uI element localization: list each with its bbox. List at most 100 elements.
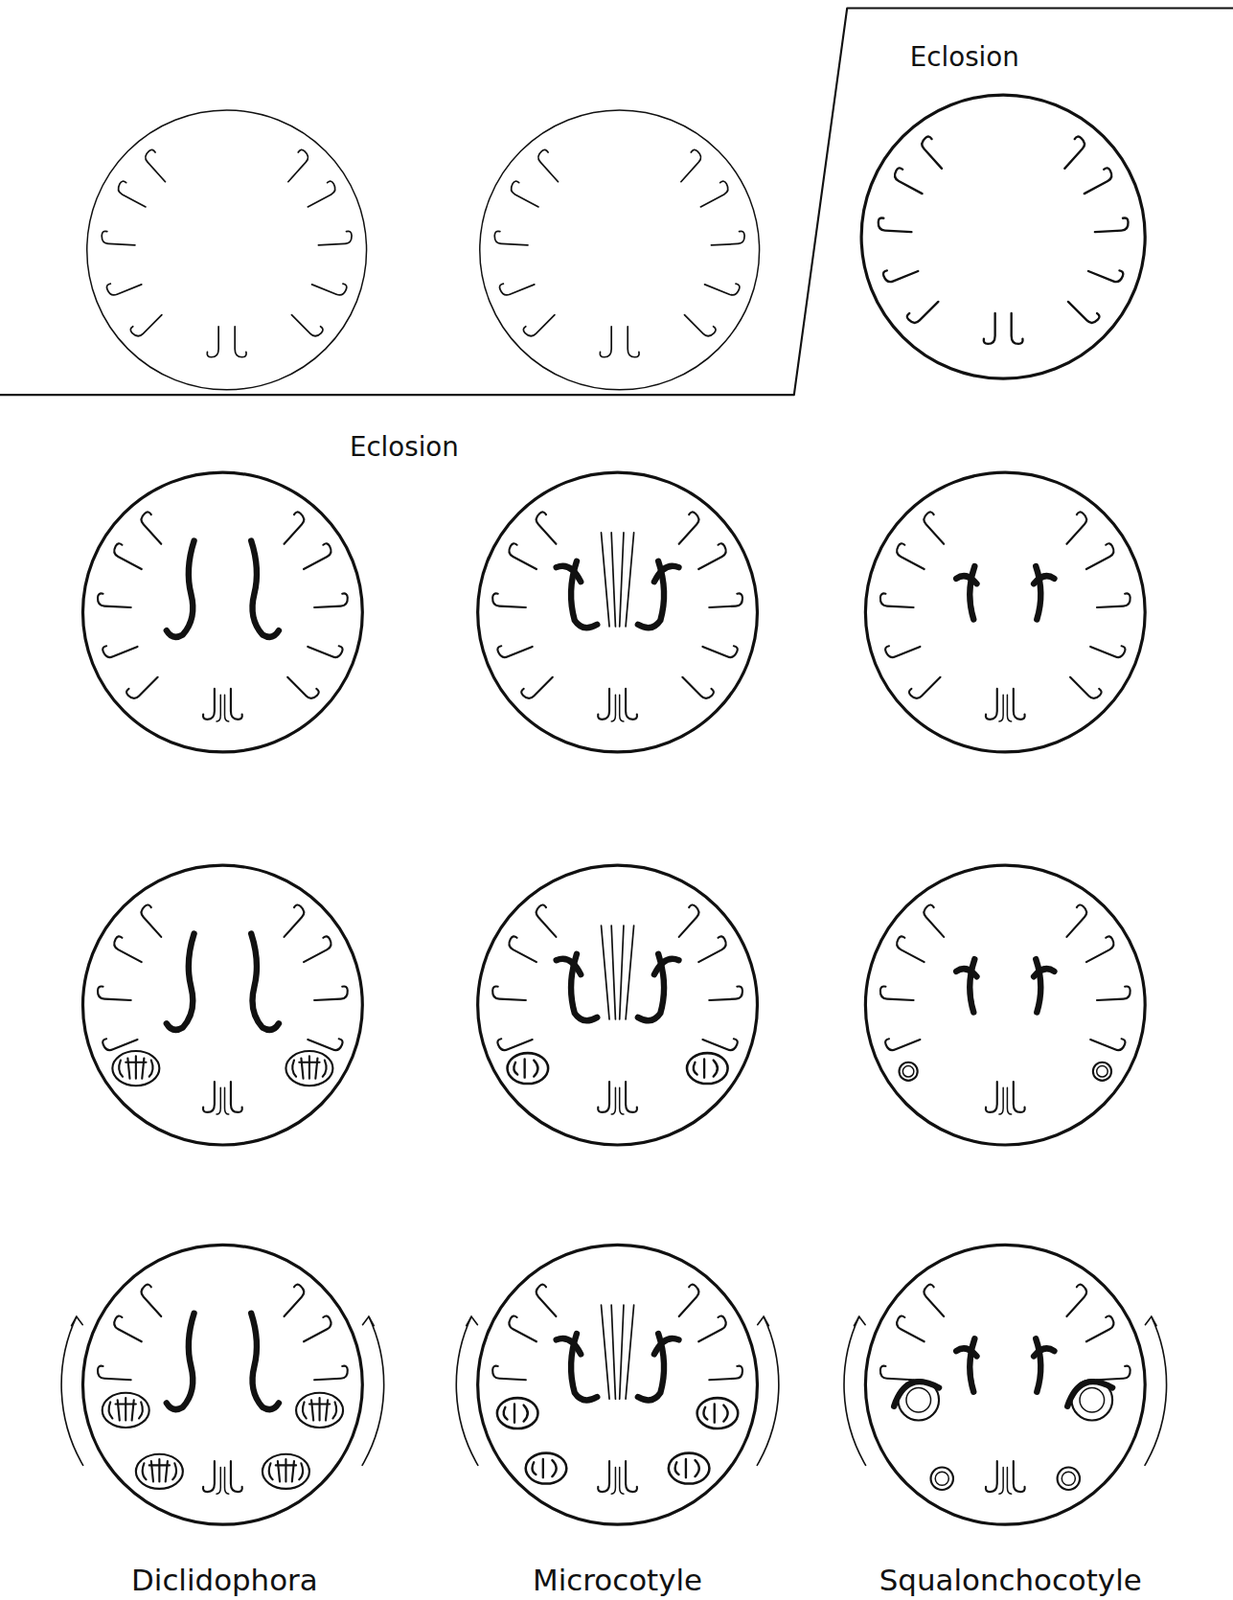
central-hooklets: [203, 688, 243, 722]
disc-outline: [478, 472, 758, 753]
marginal-hooklet: [907, 668, 940, 702]
clamp: [507, 1052, 549, 1084]
marginal-hooklet: [313, 1365, 348, 1380]
marginal-hooklet: [1057, 510, 1090, 545]
hamulus: [251, 934, 279, 1030]
marginal-hooklet: [297, 542, 334, 570]
figure-part: [230, 1081, 243, 1113]
hamulus: [556, 925, 617, 1021]
figure-part: [1090, 1027, 1126, 1052]
figure-part: [503, 1404, 528, 1423]
marginal-hooklet: [671, 148, 704, 183]
figure-part: [225, 1467, 229, 1495]
disc-outline: [861, 94, 1145, 379]
haptor-disc: [87, 110, 367, 390]
figure-part: [692, 1314, 729, 1342]
figure-part: [703, 1404, 728, 1423]
figure-part: [956, 1347, 977, 1356]
rotation-arrow: [844, 1316, 867, 1465]
sucker: [1067, 1379, 1113, 1421]
marginal-hooklet: [884, 635, 920, 660]
marginal-hooklet: [710, 230, 746, 246]
figure-part: [669, 510, 702, 545]
sucker-inner: [906, 1387, 932, 1413]
hamulus: [1033, 959, 1054, 1012]
disc-outline: [479, 110, 760, 390]
figure-part: [535, 148, 568, 183]
marginal-hooklet: [508, 180, 545, 207]
haptor-disc: [61, 1244, 385, 1525]
figure-part: [1096, 593, 1131, 608]
sucker-inner: [1079, 1387, 1105, 1413]
central-hooklets: [206, 326, 247, 358]
clamp-outline: [285, 1050, 333, 1086]
hamulus: [619, 1304, 680, 1400]
disc-outline: [82, 472, 363, 753]
hamulus: [956, 959, 977, 1012]
figure-part: [625, 1304, 635, 1399]
sucker: [1057, 1467, 1080, 1490]
figure-part: [225, 694, 229, 722]
figure-part: [97, 1365, 133, 1380]
figure-part: [506, 1314, 543, 1342]
central-hooklets: [203, 1461, 243, 1494]
marginal-hooklet: [1096, 985, 1131, 1001]
figure-part: [97, 593, 133, 608]
marginal-hooklet: [1090, 635, 1126, 660]
figure-part: [556, 1338, 582, 1354]
clamp: [285, 1050, 333, 1086]
sucker-outline: [1057, 1467, 1080, 1490]
figure-part: [138, 510, 171, 545]
marginal-hooklet: [101, 635, 137, 660]
arrow-head: [71, 1316, 84, 1326]
marginal-hooklet: [101, 230, 137, 246]
marginal-hooklet: [702, 1027, 738, 1052]
figure-part: [884, 1027, 920, 1052]
marginal-hooklet: [522, 306, 555, 340]
haptor-disc: [478, 865, 758, 1145]
marginal-hooklet: [498, 273, 534, 297]
figure-part: [956, 968, 977, 977]
sucker-outline: [1093, 1062, 1112, 1081]
figure-part: [692, 542, 729, 570]
figure-part: [1057, 1282, 1090, 1317]
marginal-hooklet: [1096, 593, 1131, 608]
figure-part: [625, 532, 635, 627]
figure-part: [1013, 1461, 1026, 1492]
figure-part: [1035, 1338, 1041, 1392]
marginal-hooklet: [274, 903, 307, 937]
figure-part: [599, 326, 612, 358]
figure-part: [879, 593, 914, 608]
figure-part: [115, 180, 152, 207]
figure-part: [125, 668, 159, 702]
hamulus: [251, 540, 279, 637]
figure-part: [1070, 668, 1103, 702]
marginal-hooklet: [921, 510, 954, 545]
figure-part: [1013, 688, 1026, 720]
figure-part: [492, 1365, 527, 1380]
marginal-hooklet: [535, 148, 568, 183]
figure-part: [625, 1461, 638, 1492]
marginal-hooklet: [287, 668, 320, 702]
figure-part: [601, 925, 611, 1020]
figure-part: [251, 1313, 279, 1410]
figure-part: [292, 1055, 326, 1078]
figure-part: [274, 510, 307, 545]
marginal-hooklet: [877, 217, 913, 232]
disc-outline: [87, 110, 367, 390]
figure-part: [627, 326, 640, 358]
figure-part: [601, 532, 611, 627]
clamp: [136, 1454, 183, 1489]
clamp-outline: [668, 1453, 710, 1485]
disc-outline: [478, 1244, 758, 1525]
figure-part: [520, 668, 553, 702]
figure-part: [969, 1338, 975, 1392]
rotation-arrow: [61, 1316, 84, 1465]
figure-part: [1006, 694, 1011, 722]
marginal-hooklet: [307, 1027, 343, 1052]
clamp-outline: [296, 1392, 343, 1428]
figure-part: [496, 1027, 532, 1052]
marginal-hooklet: [97, 1365, 133, 1380]
marginal-hooklet: [506, 935, 543, 962]
